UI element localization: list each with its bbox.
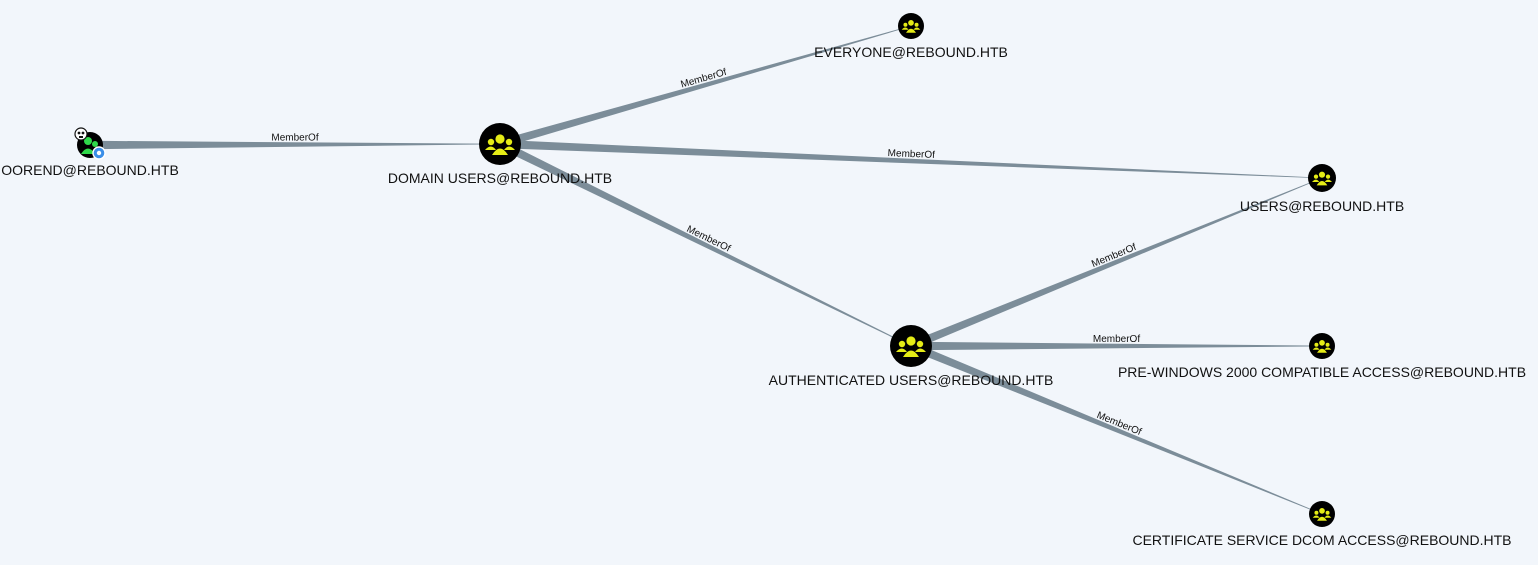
node-auth_users[interactable]: AUTHENTICATED USERS@REBOUND.HTB [769, 325, 1054, 388]
edge-auth_users-to-cert_dcom[interactable] [909, 342, 1323, 515]
group-icon [479, 123, 521, 165]
node-everyone[interactable]: EVERYONE@REBOUND.HTB [814, 13, 1008, 60]
edge-oorend-to-domain_users[interactable] [90, 140, 500, 150]
node-label-auth_users: AUTHENTICATED USERS@REBOUND.HTB [769, 372, 1054, 388]
group-icon [1308, 164, 1336, 192]
group-icon [898, 13, 924, 39]
edge-domain_users-to-users[interactable] [499, 139, 1322, 179]
node-label-pre_win2000: PRE-WINDOWS 2000 COMPATIBLE ACCESS@REBOU… [1118, 364, 1526, 380]
node-cert_dcom[interactable]: CERTIFICATE SERVICE DCOM ACCESS@REBOUND.… [1132, 501, 1512, 548]
node-label-domain_users: DOMAIN USERS@REBOUND.HTB [388, 170, 612, 186]
node-users[interactable]: USERS@REBOUND.HTB [1240, 164, 1404, 214]
edge-label-oorend-to-domain_users: MemberOf [271, 132, 318, 143]
group-icon [1309, 501, 1335, 527]
edges-layer [90, 25, 1323, 515]
edge-domain_users-to-auth_users[interactable] [498, 140, 912, 347]
node-domain_users[interactable]: DOMAIN USERS@REBOUND.HTB [388, 123, 612, 186]
edge-domain_users-to-everyone[interactable] [498, 25, 912, 149]
node-label-cert_dcom: CERTIFICATE SERVICE DCOM ACCESS@REBOUND.… [1132, 532, 1511, 548]
group-icon [1309, 333, 1335, 359]
node-label-users: USERS@REBOUND.HTB [1240, 198, 1404, 214]
owned-marker-icon [74, 127, 88, 141]
edge-label-domain_users-to-users: MemberOf [887, 148, 935, 161]
enabled-badge-icon [92, 146, 106, 160]
node-oorend[interactable]: OOREND@REBOUND.HTB [1, 127, 179, 178]
group-icon [890, 325, 932, 367]
node-pre_win2000[interactable]: PRE-WINDOWS 2000 COMPATIBLE ACCESS@REBOU… [1118, 333, 1526, 380]
nodes-layer: OOREND@REBOUND.HTB DOMAIN USERS@REBOUND.H… [1, 13, 1526, 548]
edge-label-auth_users-to-pre_win2000: MemberOf [1093, 334, 1140, 345]
edge-auth_users-to-pre_win2000[interactable] [911, 341, 1322, 351]
edge-auth_users-to-users[interactable] [909, 177, 1323, 350]
node-label-oorend: OOREND@REBOUND.HTB [1, 162, 179, 178]
node-label-everyone: EVERYONE@REBOUND.HTB [814, 44, 1008, 60]
